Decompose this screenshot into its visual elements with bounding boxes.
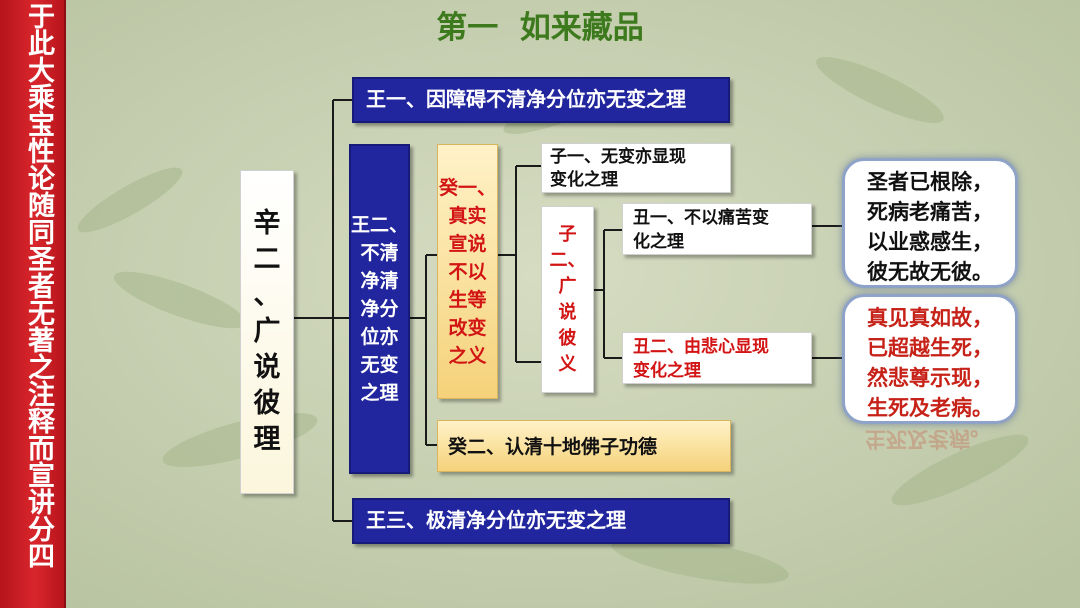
verse-line: 彼无故无彼。 (867, 260, 993, 284)
node-ren2-line: 之理 (360, 382, 399, 404)
node-chou1-line: 化之理 (633, 232, 684, 252)
node-ren1-label: 王一、因障碍不清净分位亦无变之理 (366, 87, 686, 111)
node-gui1-line: 不以 (448, 260, 487, 283)
node-ren3-label: 王三、极清净分位亦无变之理 (366, 508, 626, 532)
node-gui2: 癸二、认清十地佛子功德 (437, 420, 731, 472)
node-gui1-line: 癸一、 (438, 176, 496, 199)
verse-bubble-2: 真见真如故， 已超越生死， 然悲尊示现， 生死及老病。 (842, 294, 1018, 424)
node-gui2-label: 癸二、认清十地佛子功德 (448, 436, 658, 458)
node-ren3: 王三、极清净分位亦无变之理 (352, 498, 730, 544)
node-ren2-line: 王二、 (351, 214, 409, 236)
node-gui1-line: 真实 (448, 204, 487, 227)
node-ren2-line: 位亦 (360, 326, 399, 348)
node-zi2-line: 彼 (558, 327, 577, 349)
node-xin2-line: 彼 (253, 388, 281, 419)
verse-line: 已超越生死， (867, 336, 993, 360)
verse-line: 真见真如故， (867, 306, 993, 330)
node-chou2-line: 变化之理 (633, 361, 701, 381)
node-xin2: 辛二 、 广 说 彼 理 (240, 170, 294, 494)
node-zi2: 子 二、 广 说 彼 义 (541, 206, 594, 393)
sidebar-title: 于此大乘宝性论随同圣者无著之注释而宣讲分四 (23, 2, 54, 569)
node-xin2-line: 、 (253, 280, 281, 311)
node-zi2-line: 义 (558, 353, 577, 375)
node-xin2-line: 理 (253, 424, 281, 455)
verse-line: 然悲尊示现， (867, 366, 993, 390)
node-zi1: 子一、无变亦显现 变化之理 (541, 143, 731, 193)
verse-line: 圣者已根除， (867, 170, 993, 194)
bubble-reflection: 生死及老病。 (865, 427, 991, 451)
node-ren2: 王二、 不清 净清 净分 位亦 无变 之理 (349, 144, 410, 474)
page-title: 第一 如来藏品 (436, 10, 644, 46)
node-zi2-line: 说 (558, 301, 577, 323)
node-xin2-line: 说 (253, 352, 281, 383)
node-zi1-line: 变化之理 (550, 170, 618, 190)
node-zi2-line: 二、 (549, 249, 586, 271)
node-chou1-line: 丑一、不以痛苦变 (633, 208, 769, 228)
node-gui1-line: 改变 (448, 316, 487, 339)
node-chou1: 丑一、不以痛苦变 化之理 (622, 203, 812, 255)
node-zi2-line: 子 (558, 223, 577, 245)
node-gui1-line: 之义 (448, 344, 487, 367)
node-zi1-line: 子一、无变亦显现 (550, 147, 686, 167)
node-gui1-line: 生等 (448, 288, 487, 311)
node-xin2-line: 辛二 (253, 208, 281, 275)
node-ren2-line: 净分 (360, 298, 399, 320)
node-zi2-line: 广 (558, 275, 577, 297)
node-gui1: 癸一、 真实 宣说 不以 生等 改变 之义 (437, 144, 498, 399)
verse-line: 以业惑感生， (867, 230, 993, 254)
node-gui1-line: 宣说 (448, 232, 487, 255)
verse-line: 生死及老病。 (867, 396, 993, 420)
verse-bubble-1: 圣者已根除， 死病老痛苦， 以业惑感生， 彼无故无彼。 (842, 158, 1018, 288)
node-chou2-line: 丑二、由悲心显现 (633, 337, 769, 357)
node-ren2-line: 不清 (360, 242, 399, 264)
node-chou2: 丑二、由悲心显现 变化之理 (622, 332, 812, 384)
sidebar-banner: 于此大乘宝性论随同圣者无著之注释而宣讲分四 (0, 0, 66, 608)
node-ren2-line: 无变 (360, 354, 399, 376)
node-ren2-line: 净清 (360, 270, 399, 292)
node-xin2-line: 广 (253, 316, 281, 347)
verse-line: 死病老痛苦， (867, 200, 993, 224)
node-ren1: 王一、因障碍不清净分位亦无变之理 (352, 77, 730, 123)
